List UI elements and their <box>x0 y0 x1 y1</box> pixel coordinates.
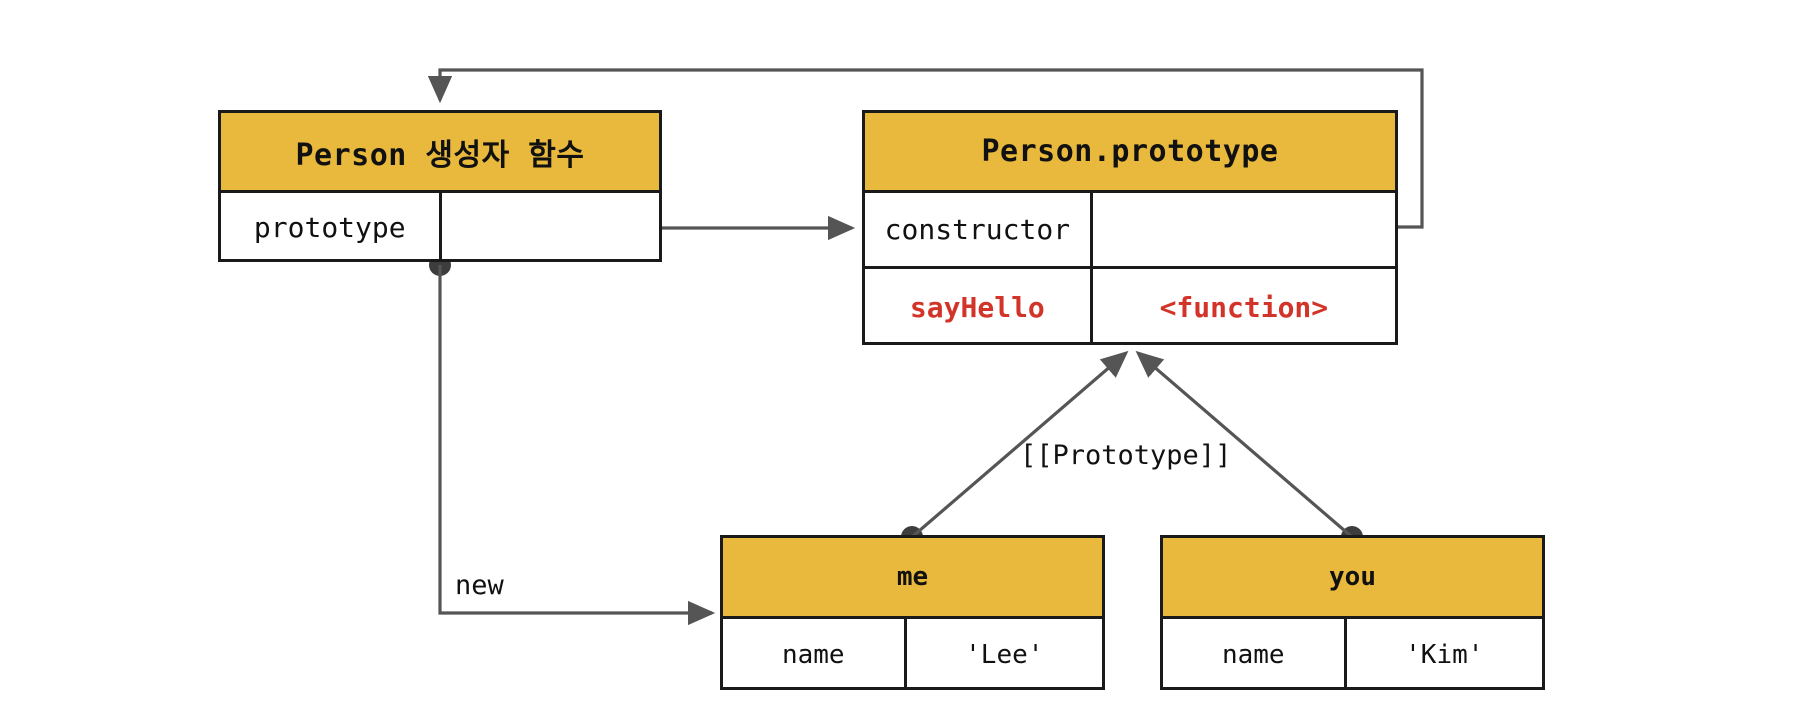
prototype-row-sayhello: sayHello <function> <box>865 266 1395 345</box>
instance-me-box: me name 'Lee' <box>720 535 1105 690</box>
instance-you-header: you <box>1163 538 1542 616</box>
edge-label-prototype: [[Prototype]] <box>1020 440 1232 471</box>
person-row-prototype: prototype <box>221 190 659 262</box>
instance-you-box: you name 'Kim' <box>1160 535 1545 690</box>
prototype-row-constructor-key: constructor <box>865 193 1093 266</box>
prototype-row-sayhello-key: sayHello <box>865 269 1093 345</box>
instance-me-row-name-key: name <box>723 619 907 690</box>
prototype-row-constructor: constructor <box>865 190 1395 266</box>
prototype-row-constructor-value <box>1093 193 1395 266</box>
person-constructor-box: Person 생성자 함수 prototype <box>218 110 662 262</box>
instance-me-row-name-value: 'Lee' <box>965 639 1044 670</box>
instance-you-row-name-value: 'Kim' <box>1405 639 1484 670</box>
prototype-box-header: Person.prototype <box>865 113 1395 190</box>
instance-you-row-name: name 'Kim' <box>1163 616 1542 690</box>
prototype-row-sayhello-value: <function> <box>1159 290 1329 324</box>
edge-label-new: new <box>455 570 504 601</box>
person-row-prototype-key: prototype <box>221 193 442 262</box>
person-row-prototype-value <box>442 193 660 262</box>
wire-new-to-me <box>429 254 716 626</box>
instance-me-row-name: name 'Lee' <box>723 616 1102 690</box>
instance-me-header: me <box>723 538 1102 616</box>
instance-you-row-name-key: name <box>1163 619 1347 690</box>
person-box-header: Person 생성자 함수 <box>221 113 659 190</box>
person-prototype-box: Person.prototype constructor sayHello <f… <box>862 110 1398 345</box>
